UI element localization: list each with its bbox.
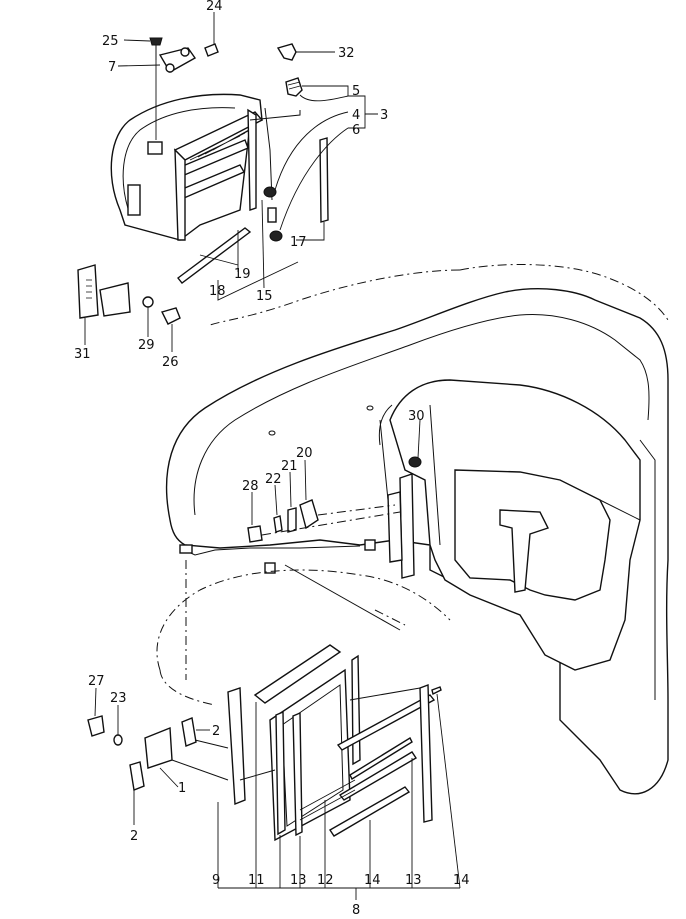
door-outline: [156, 264, 669, 706]
callout-6: 6: [352, 123, 360, 138]
callout-19: 19: [234, 267, 251, 282]
callout-13-right: 13: [405, 873, 422, 888]
callout-9: 9: [212, 873, 220, 888]
callout-30: 30: [408, 409, 425, 424]
callout-1: 1: [178, 781, 186, 796]
callout-25: 25: [102, 34, 119, 49]
callout-28: 28: [242, 479, 259, 494]
callout-4: 4: [352, 108, 360, 123]
callout-8: 8: [352, 903, 360, 918]
callout-14-right: 14: [453, 873, 470, 888]
callout-15: 15: [256, 289, 273, 304]
callout-14-left: 14: [364, 873, 381, 888]
callout-2-bottom: 2: [130, 829, 138, 844]
center-hardware: [247, 419, 422, 579]
callout-5: 5: [352, 84, 360, 99]
callout-21: 21: [281, 459, 298, 474]
callout-17: 17: [290, 235, 307, 250]
callout-11: 11: [248, 873, 265, 888]
callout-29: 29: [138, 338, 155, 353]
callout-20: 20: [296, 446, 313, 461]
callout-26: 26: [162, 355, 179, 370]
callout-31: 31: [74, 347, 91, 362]
upper-small-parts: [77, 43, 335, 325]
callout-12: 12: [317, 873, 334, 888]
callout-labels: 24 25 7 32 5 4 3 6 17 19 18 15 31 29 26 …: [74, 0, 470, 918]
upper-window-panel: [110, 37, 301, 241]
cab-body: [165, 288, 669, 795]
callout-27: 27: [88, 674, 105, 689]
callout-23: 23: [110, 691, 127, 706]
callout-13-left: 13: [290, 873, 307, 888]
callout-24: 24: [206, 0, 223, 14]
callout-2-top: 2: [212, 724, 220, 739]
callout-22: 22: [265, 472, 282, 487]
callout-18: 18: [209, 284, 226, 299]
lower-window-assembly: [87, 560, 442, 842]
leader-lines: [84, 12, 461, 900]
callout-3: 3: [380, 108, 388, 123]
callout-7: 7: [108, 60, 116, 75]
callout-32: 32: [338, 46, 355, 61]
